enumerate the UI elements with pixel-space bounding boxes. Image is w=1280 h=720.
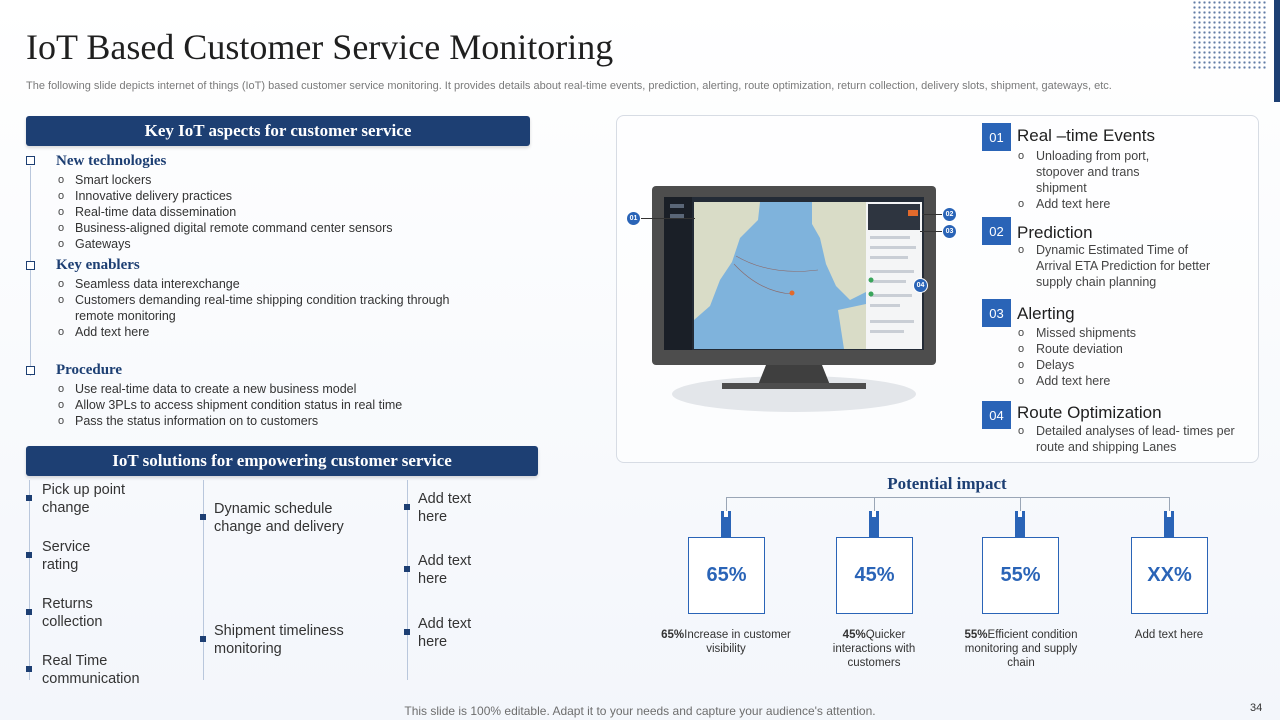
section-heading-new-technologies: New technologies: [56, 153, 167, 169]
step-title-real-time-events: Real –time Events: [1017, 126, 1155, 145]
impact-connector: [1020, 497, 1021, 511]
step-list-prediction: Dynamic Estimated Time of Arrival ETA Pr…: [1018, 242, 1218, 290]
step-badge-02: 02: [982, 217, 1011, 245]
step-list-alerting: Missed shipments Route deviation Delays …: [1018, 325, 1218, 389]
aspects-timeline-line: [30, 166, 31, 376]
page-subtitle: The following slide depicts internet of …: [26, 80, 1112, 92]
solutions-col1-line: [29, 480, 30, 680]
section-marker: [26, 366, 35, 375]
solution-bullet: [404, 566, 410, 572]
solution-pick-up-point-change: Pick up point change: [42, 482, 126, 516]
list-item: Use real-time data to create a new busin…: [58, 381, 498, 397]
impact-description: 55%Efficient condition monitoring and su…: [964, 629, 1078, 669]
step-badge-04: 04: [982, 401, 1011, 429]
solution-dynamic-schedule: Dynamic schedule change and delivery: [214, 501, 344, 535]
solution-shipment-timeliness: Shipment timeliness monitoring: [214, 623, 344, 657]
key-enablers-list: Seamless data interexchange Customers de…: [58, 276, 458, 340]
solution-service-rating: Service rating: [42, 539, 91, 573]
monitor-illustration: [652, 186, 936, 412]
decorative-dot-grid: [1192, 0, 1268, 70]
list-item: Dynamic Estimated Time of Arrival ETA Pr…: [1018, 242, 1218, 290]
list-item: Missed shipments: [1018, 325, 1218, 341]
solution-bullet: [26, 666, 32, 672]
step-list-route-optimization: Detailed analyses of lead- times per rou…: [1018, 423, 1254, 455]
page-number: 34: [1250, 702, 1263, 714]
page-title: IoT Based Customer Service Monitoring: [26, 27, 614, 67]
list-item: Route deviation: [1018, 341, 1218, 357]
list-item: Innovative delivery practices: [58, 188, 478, 204]
list-item: Allow 3PLs to access shipment condition …: [58, 397, 498, 413]
step-list-real-time-events: Unloading from port, stopover and trans …: [1018, 148, 1168, 212]
impact-connector: [1169, 497, 1170, 511]
key-aspects-header: Key IoT aspects for customer service: [26, 116, 530, 146]
impact-tab: [1015, 511, 1025, 537]
new-technologies-list: Smart lockers Innovative delivery practi…: [58, 172, 478, 252]
section-marker: [26, 156, 35, 165]
list-item: Real-time data dissemination: [58, 204, 478, 220]
list-item: Delays: [1018, 357, 1218, 373]
impact-title: Potential impact: [887, 474, 1007, 493]
impact-tab: [869, 511, 879, 537]
impact-connector: [874, 497, 875, 511]
impact-description: 45%Quicker interactions with customers: [832, 629, 916, 669]
solution-bullet: [404, 504, 410, 510]
impact-value-box: XX%: [1131, 537, 1208, 614]
solution-bullet: [200, 514, 206, 520]
impact-connector: [726, 497, 1169, 498]
solution-bullet: [200, 636, 206, 642]
step-title-alerting: Alerting: [1017, 304, 1075, 323]
solution-returns-collection: Returns collection: [42, 596, 103, 630]
list-item: Gateways: [58, 236, 478, 252]
monitor-callout-03: 03: [942, 224, 957, 239]
monitor-callout-02: 02: [942, 207, 957, 222]
list-item: Seamless data interexchange: [58, 276, 458, 292]
section-marker: [26, 261, 35, 270]
list-item: Smart lockers: [58, 172, 478, 188]
impact-tab: [721, 511, 731, 537]
impact-value-box: 55%: [982, 537, 1059, 614]
solutions-col2-line: [203, 480, 204, 680]
solution-add-text: Add text here: [418, 616, 472, 650]
solution-bullet: [26, 552, 32, 558]
impact-value-box: 45%: [836, 537, 913, 614]
step-title-route-optimization: Route Optimization: [1017, 403, 1162, 422]
solution-bullet: [404, 629, 410, 635]
decorative-edge-bar: [1274, 0, 1280, 102]
solutions-header: IoT solutions for empowering customer se…: [26, 446, 538, 476]
list-item: Unloading from port, stopover and trans …: [1018, 148, 1168, 196]
list-item: Customers demanding real-time shipping c…: [58, 292, 458, 324]
solution-add-text: Add text here: [418, 491, 472, 525]
step-title-prediction: Prediction: [1017, 223, 1093, 242]
impact-description: 65%Increase in customer visibility: [661, 629, 791, 655]
callout-line: [920, 231, 942, 232]
solution-real-time-communication: Real Time communication: [42, 653, 140, 687]
step-badge-01: 01: [982, 123, 1011, 151]
impact-connector: [726, 497, 727, 511]
footer-note: This slide is 100% editable. Adapt it to…: [404, 704, 876, 718]
list-item: Add text here: [1018, 196, 1168, 212]
list-item: Pass the status information on to custom…: [58, 413, 498, 429]
list-item: Business-aligned digital remote command …: [58, 220, 478, 236]
impact-tab: [1164, 511, 1174, 537]
impact-value-box: 65%: [688, 537, 765, 614]
solution-bullet: [26, 609, 32, 615]
impact-description: Add text here: [1134, 629, 1204, 641]
callout-line: [922, 214, 942, 215]
section-heading-procedure: Procedure: [56, 362, 123, 378]
monitor-callout-04: 04: [913, 278, 928, 293]
monitor-callout-01: 01: [626, 211, 641, 226]
callout-line: [641, 218, 695, 219]
procedure-list: Use real-time data to create a new busin…: [58, 381, 498, 429]
step-badge-03: 03: [982, 299, 1011, 327]
section-heading-key-enablers: Key enablers: [56, 257, 140, 273]
solution-add-text: Add text here: [418, 553, 472, 587]
solutions-col3-line: [407, 480, 408, 680]
list-item: Add text here: [58, 324, 458, 340]
list-item: Add text here: [1018, 373, 1218, 389]
list-item: Detailed analyses of lead- times per rou…: [1018, 423, 1254, 455]
solution-bullet: [26, 495, 32, 501]
